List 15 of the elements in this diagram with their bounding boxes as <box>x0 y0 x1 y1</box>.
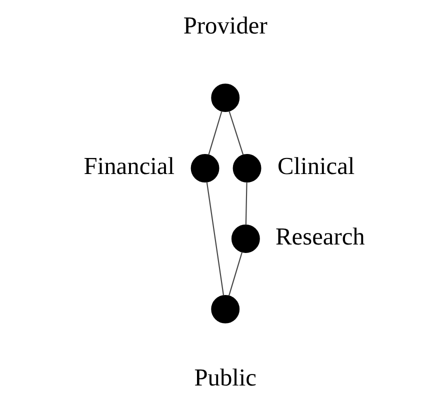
connector <box>228 252 242 296</box>
node-label: Financial <box>83 153 174 180</box>
node-circle <box>210 84 240 112</box>
node-circle <box>232 154 261 182</box>
connector <box>244 182 247 226</box>
node-label: Public <box>194 364 256 392</box>
node-circle <box>210 294 240 324</box>
node-label: Research <box>275 224 364 251</box>
connector <box>208 110 222 155</box>
connector <box>228 110 244 155</box>
node-circle <box>190 154 219 182</box>
connector <box>206 182 224 296</box>
node-label: Provider <box>182 12 267 40</box>
node-label: Clinical <box>277 153 354 180</box>
node-circle <box>230 224 260 253</box>
